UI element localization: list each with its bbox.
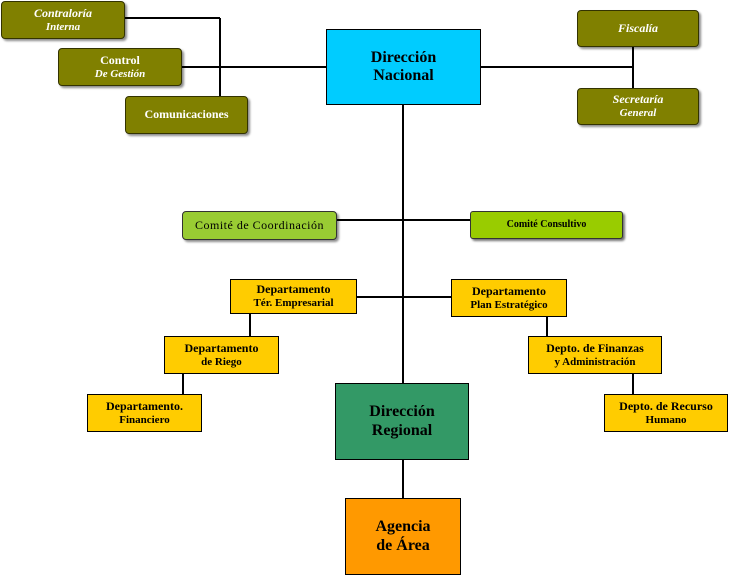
node-secretaria-subtitle: General	[619, 107, 657, 120]
node-contraloria: Contraloría Interna	[1, 1, 125, 39]
node-depto-plan: Departamento Plan Estratégico	[451, 279, 567, 317]
node-control-gestion: Control De Gestión	[58, 48, 182, 86]
node-depto-financiero-line2: Financiero	[119, 413, 170, 426]
node-depto-rrhh: Depto. de Recurso Humano	[604, 394, 728, 432]
node-depto-riego-line2: de Riego	[201, 355, 242, 368]
node-secretaria: Secretaría General	[577, 88, 699, 125]
node-direccion-regional-line2: Regional	[371, 421, 433, 439]
node-depto-plan-line1: Departamento	[472, 283, 546, 298]
node-comite-coordinacion: Comité de Coordinación	[182, 211, 337, 240]
node-fiscalia-title: Fiscalía	[617, 20, 658, 35]
node-depto-empresarial-line2: Tér. Empresarial	[253, 297, 334, 310]
node-depto-empresarial: Departamento Tér. Empresarial	[230, 279, 357, 314]
node-comunicaciones-title: Comunicaciones	[144, 107, 229, 122]
node-depto-financiero: Departamento. Financiero	[87, 394, 202, 432]
node-comunicaciones: Comunicaciones	[125, 96, 248, 134]
node-depto-riego: Departamento de Riego	[164, 336, 279, 374]
node-depto-empresarial-line1: Departamento	[256, 282, 331, 297]
node-comite-consultivo: Comité Consultivo	[470, 211, 623, 239]
node-comite-coordinacion-title: Comité de Coordinación	[195, 217, 324, 232]
node-control-subtitle: De Gestión	[94, 67, 146, 80]
node-depto-rrhh-line1: Depto. de Recurso	[619, 398, 713, 413]
node-comite-consultivo-title: Comité Consultivo	[506, 219, 587, 231]
node-direccion-nacional-line2: Nacional	[373, 67, 434, 84]
node-fiscalia: Fiscalía	[577, 10, 699, 47]
node-depto-finanzas: Depto. de Finanzas y Administración	[528, 336, 662, 374]
node-depto-finanzas-line1: Depto. de Finanzas	[546, 340, 644, 355]
node-secretaria-title: Secretaría	[612, 92, 664, 107]
node-agencia-line2: de Área	[376, 536, 430, 554]
node-depto-finanzas-line2: y Administración	[554, 355, 636, 368]
node-depto-riego-line1: Departamento	[184, 340, 259, 355]
node-direccion-regional-line1: Dirección	[369, 403, 435, 421]
node-agencia-area: Agencia de Área	[345, 498, 461, 575]
node-depto-plan-line2: Plan Estratégico	[470, 298, 548, 311]
node-agencia-line1: Agencia	[375, 518, 431, 536]
node-depto-rrhh-line2: Humano	[645, 413, 687, 426]
node-contraloria-title: Contraloría	[33, 5, 93, 20]
node-contraloria-subtitle: Interna	[45, 20, 81, 33]
node-direccion-nacional: Dirección Nacional	[326, 29, 481, 105]
node-control-title: Control	[100, 52, 140, 67]
node-direccion-nacional-line1: Dirección	[370, 48, 437, 66]
node-direccion-regional: Dirección Regional	[335, 383, 469, 460]
node-depto-financiero-line1: Departamento.	[106, 398, 183, 413]
